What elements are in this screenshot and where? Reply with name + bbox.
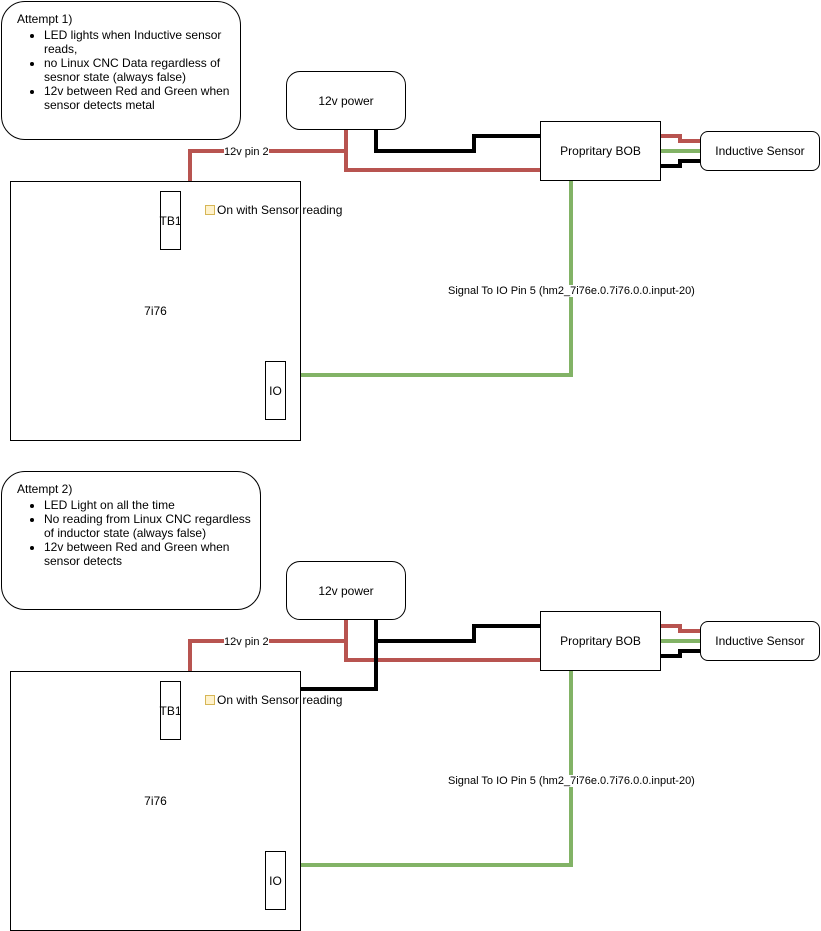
red-wire-power-to-bob xyxy=(344,641,540,662)
led-indicator xyxy=(205,695,215,705)
pin-label: 12v pin 2 xyxy=(224,146,269,158)
red-wire-bob-to-sensor xyxy=(661,134,700,143)
bob-box: Propritary BOB xyxy=(540,611,661,671)
led-label: On with Sensor reading xyxy=(217,693,343,707)
red-wire-bob-to-sensor xyxy=(661,624,700,633)
attempt-1-note: Attempt 1) LED lights when Inductive sen… xyxy=(1,1,241,140)
attempt-2-title: Attempt 2) xyxy=(17,482,73,496)
black-wire-power-to-bob xyxy=(374,130,540,153)
inductive-sensor-box: Inductive Sensor xyxy=(700,621,820,661)
attempt-2-item: 12v between Red and Green when sensor de… xyxy=(44,540,260,568)
tb1-terminal: TB1 xyxy=(160,191,182,250)
power-supply-box: 12v power xyxy=(286,561,406,620)
attempt-2-note: Attempt 2) LED Light on all the time No … xyxy=(1,471,261,610)
board-7i76: 7i76 xyxy=(10,671,301,931)
power-supply-box: 12v power xyxy=(286,71,406,130)
pin-label: 12v pin 2 xyxy=(224,636,269,648)
green-signal-wire-bob-to-io xyxy=(286,671,573,867)
bob-box: Propritary BOB xyxy=(540,121,661,181)
attempt-2-list: LED Light on all the time No reading fro… xyxy=(16,498,260,568)
black-wire-power-to-bob xyxy=(374,620,540,643)
io-terminal: IO xyxy=(265,851,286,910)
attempt-1-title: Attempt 1) xyxy=(17,12,73,26)
attempt-1-list: LED lights when Inductive sensor reads, … xyxy=(16,28,240,112)
io-terminal: IO xyxy=(265,361,286,420)
signal-label: Signal To IO Pin 5 (hm2_7i76e.0.7i76.0.0… xyxy=(448,285,695,297)
board-7i76: 7i76 xyxy=(10,181,301,441)
attempt-1-item: LED lights when Inductive sensor reads, xyxy=(44,28,240,56)
inductive-sensor-box: Inductive Sensor xyxy=(700,131,820,171)
green-signal-wire-bob-to-io xyxy=(286,181,573,377)
signal-label: Signal To IO Pin 5 (hm2_7i76e.0.7i76.0.0… xyxy=(448,775,695,787)
led-indicator xyxy=(205,205,215,215)
red-wire-power-to-bob xyxy=(344,151,540,172)
attempt-2-item: LED Light on all the time xyxy=(44,498,260,512)
attempt-2-item: No reading from Linux CNC regardless of … xyxy=(44,512,260,540)
black-wire-bob-to-sensor xyxy=(661,159,700,168)
board-label: 7i76 xyxy=(144,304,167,318)
tb1-terminal: TB1 xyxy=(160,681,182,740)
attempt-1-item: 12v between Red and Green when sensor de… xyxy=(44,84,240,112)
led-label: On with Sensor reading xyxy=(217,203,343,217)
attempt-1-item: no Linux CNC Data regardless of sesnor s… xyxy=(44,56,240,84)
board-label: 7i76 xyxy=(144,794,167,808)
black-wire-bob-to-sensor xyxy=(661,649,700,658)
